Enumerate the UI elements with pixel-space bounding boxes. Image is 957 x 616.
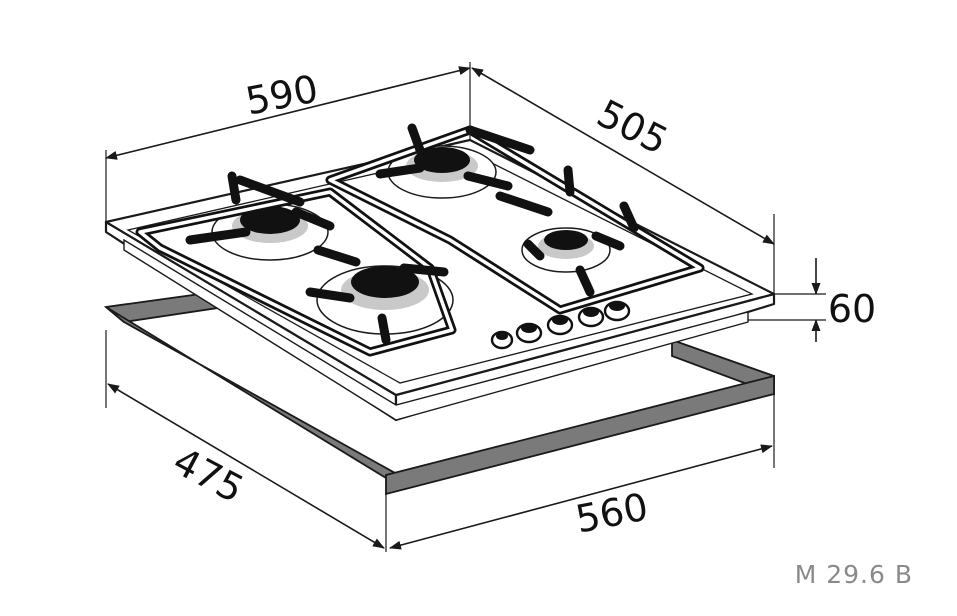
knob-icon: [603, 300, 631, 322]
knob-icon: [577, 306, 605, 328]
grate-left: [135, 171, 457, 357]
dimension-lines: [105, 62, 826, 552]
knob-icon: [490, 330, 514, 350]
label-depth-top: 505: [590, 91, 675, 163]
control-knobs: [490, 300, 631, 350]
label-cutout-depth: 475: [166, 439, 251, 512]
model-code: M 29.6 B: [794, 560, 913, 589]
label-height: 60: [828, 287, 876, 331]
dim-line-depth-top: [471, 67, 775, 245]
label-width-top: 590: [242, 67, 322, 124]
knob-icon: [546, 314, 574, 336]
dim-line-cutout-depth: [107, 383, 385, 549]
knob-icon: [515, 322, 543, 344]
label-cutout-width: 560: [572, 485, 652, 542]
dim-line-width-top: [105, 66, 471, 160]
burner-front-left: [316, 265, 454, 335]
dim-line-cutout-width: [389, 444, 773, 550]
